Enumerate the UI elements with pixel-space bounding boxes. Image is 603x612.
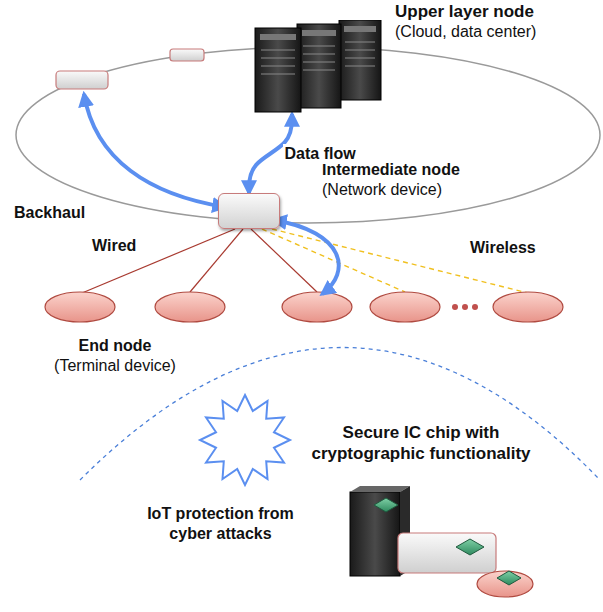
star-burst: [200, 395, 290, 485]
protected-terminal: [477, 571, 533, 597]
node-texts: Upper layer node(Cloud, data center): [395, 2, 595, 42]
node-subtitle: (Network device): [322, 180, 512, 200]
node-subtitle: (Cloud, data center): [395, 22, 595, 42]
data-flow-arrow: [84, 94, 225, 207]
intermediate-node: Intermediate node(Network device): [218, 160, 518, 232]
wired-links: [82, 229, 317, 293]
secure-chip-label: Secure IC chip with cryptographic functi…: [296, 422, 546, 464]
ellipsis-dots: [452, 304, 478, 310]
edge-label: Data flow: [283, 144, 358, 164]
wireless-label: Wireless: [470, 238, 570, 258]
star-outline: [200, 395, 290, 485]
node-heading: Upper layer node: [395, 2, 595, 22]
ring-device: [56, 71, 108, 89]
protected-network-device: [398, 533, 496, 573]
data-flow-arrow: [274, 220, 339, 294]
wireless-links: [262, 229, 528, 293]
end-node-heading: End node: [30, 336, 200, 356]
server-icon: [253, 20, 383, 114]
end-node-subtitle: (Terminal device): [30, 356, 200, 376]
backhaul-label: Backhaul: [14, 203, 114, 223]
upper-layer-node: Upper layer node(Cloud, data center): [253, 2, 598, 114]
wired-label: Wired: [92, 236, 162, 256]
network-device-box: [218, 193, 280, 229]
node-texts: Intermediate node(Network device): [322, 160, 512, 200]
ring-device: [170, 49, 204, 61]
iot-protection-label: IoT protection from cyber attacks: [128, 504, 313, 544]
end-node-devices: [45, 292, 563, 322]
